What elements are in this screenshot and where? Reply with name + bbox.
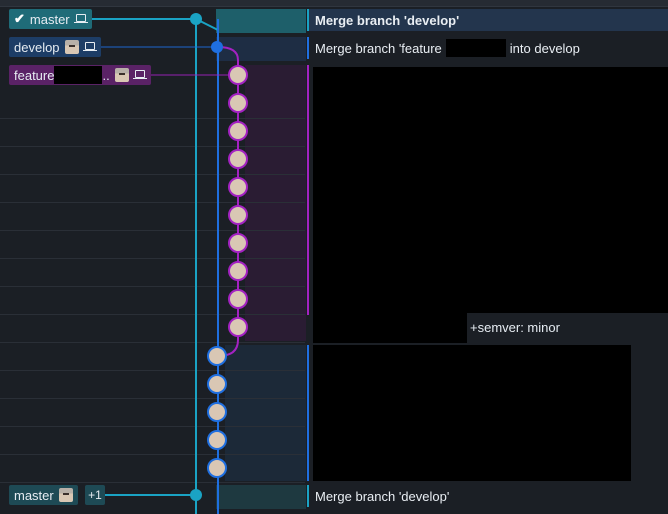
redacted-region [313, 67, 668, 313]
branch-label-master[interactable]: ✔ master [9, 9, 92, 29]
develop-lane-bg [225, 345, 306, 481]
merge-commit-dot [190, 489, 202, 501]
commit-message-row[interactable]: Merge branch 'develop' [307, 9, 668, 31]
redacted-text [54, 66, 103, 84]
redacted-region [313, 345, 631, 481]
avatar-icon [58, 488, 73, 502]
toolbar-strip [0, 0, 668, 7]
semver-tag: +semver: minor [470, 320, 560, 335]
branch-label-feature[interactable]: feature .. [9, 65, 151, 85]
branch-label-develop[interactable]: develop [9, 37, 101, 57]
commit-graph [88, 13, 248, 514]
extra-refs-badge[interactable]: +1 [85, 485, 105, 505]
avatar-icon [114, 68, 129, 82]
commit-message-row[interactable] [307, 65, 668, 315]
commit-message-row[interactable]: Merge branch 'develop' [307, 485, 668, 507]
feature-lane-bg [245, 65, 306, 341]
redacted-region [313, 313, 467, 343]
merge-commit-dot [190, 13, 202, 25]
check-icon: ✔ [14, 11, 25, 26]
commit-message-row[interactable]: Merge branch 'feature into develop [307, 37, 668, 59]
commit-message-row[interactable] [307, 345, 668, 481]
laptop-icon [73, 14, 88, 24]
redacted-text [445, 39, 506, 57]
laptop-icon [132, 70, 147, 80]
merge-commit-dot [211, 41, 223, 53]
master-bottom-row-highlight [216, 485, 306, 509]
laptop-icon [82, 42, 97, 52]
branch-label-master-remote[interactable]: master [9, 485, 78, 505]
feature-commits [228, 65, 248, 337]
develop-commits [207, 346, 227, 478]
avatar-icon [64, 40, 79, 54]
master-row-highlight [216, 9, 306, 33]
